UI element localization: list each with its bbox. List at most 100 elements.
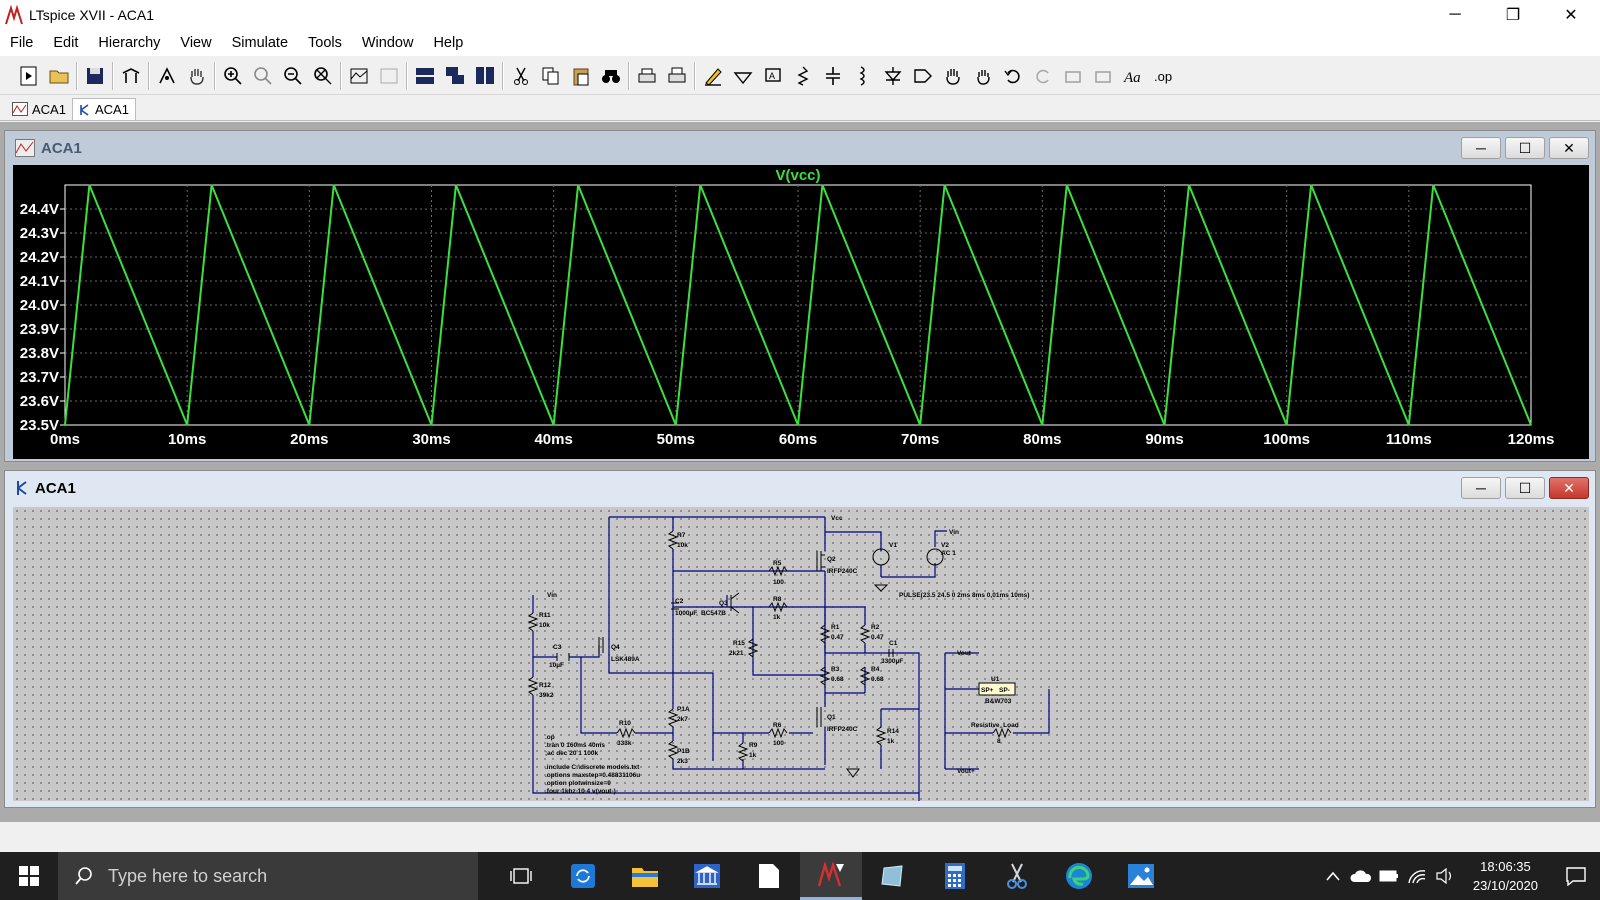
value-v2: AC 1 [941,550,956,557]
capacitor-icon[interactable] [818,61,848,91]
clock-time: 18:06:35 [1480,859,1531,874]
value-r3: 0.68 [831,676,844,683]
onedrive-cloud-icon[interactable] [1347,869,1375,883]
child-maximize-button[interactable]: ☐ [1505,137,1545,159]
trace-label-vvcc: V(vcc) [775,167,820,184]
close-button[interactable]: ✕ [1564,7,1578,24]
drag-hand-icon[interactable] [968,61,998,91]
maximize-button[interactable]: ❐ [1505,7,1521,24]
label-net-icon[interactable]: A [758,61,788,91]
menu-hierarchy[interactable]: Hierarchy [98,35,161,51]
zoom-in-icon[interactable] [218,61,248,91]
taskbar-clock[interactable]: 18:06:35 23/10/2020 [1459,857,1552,895]
menu-simulate[interactable]: Simulate [231,35,289,51]
schematic-canvas[interactable]: Vcc Vin R7 10k R5 100 Q2 IRFP240C V1 V2 … [13,507,1589,803]
netlabel-vin: Vin [949,529,959,536]
control-panel-icon[interactable] [116,61,146,91]
zoom-fit-icon[interactable] [308,61,338,91]
menu-window[interactable]: Window [361,35,414,51]
wifi-icon[interactable] [1403,868,1431,884]
copy-icon[interactable] [536,61,566,91]
save-icon[interactable] [80,61,110,91]
directive-op: .op [545,734,555,741]
x-tick-label: 60ms [779,431,817,448]
value-r2: 0.47 [871,634,884,641]
show-hidden-icons-chevron-up-icon[interactable] [1319,871,1347,881]
tile-horizontal-icon[interactable] [410,61,440,91]
pan-hand-icon[interactable] [182,61,212,91]
resistor-icon[interactable] [788,61,818,91]
open-folder-icon[interactable] [44,61,74,91]
tab-waveform[interactable]: ACA1 [6,98,72,120]
taskbar-app-explorer[interactable] [614,852,676,900]
zoom-out-icon[interactable] [278,61,308,91]
text-icon[interactable]: Aa [1118,61,1148,91]
y-tick-label: 24.3V [20,225,59,242]
y-tick-label: 23.7V [20,369,59,386]
action-center-notification-icon[interactable] [1552,866,1600,886]
taskbar-app-notepad[interactable] [738,852,800,900]
taskbar-app-bank[interactable] [676,852,738,900]
taskbar-app-ltspice[interactable] [800,852,862,900]
directive-four: .four 1khz 10 4 v(vout-) [545,788,616,795]
minimize-button[interactable]: ─ [1449,6,1461,23]
menu-help[interactable]: Help [433,35,464,51]
svg-text:.op: .op [1154,69,1172,84]
document-tab-bar: ACA1 ACA1 [0,97,1600,121]
cut-icon[interactable] [506,61,536,91]
rotate-icon[interactable] [1058,61,1088,91]
waveform-window-header: ACA1 [5,131,1595,165]
diode-icon[interactable] [878,61,908,91]
taskbar-search-box[interactable]: Type here to search [58,852,478,900]
find-binoculars-icon[interactable] [596,61,626,91]
ground-icon[interactable] [728,61,758,91]
component-icon[interactable] [908,61,938,91]
taskbar-app-blueprint[interactable] [862,852,924,900]
tab-schematic[interactable]: ACA1 [71,98,136,120]
start-button[interactable] [0,852,58,900]
taskbar-app-photos[interactable] [1110,852,1172,900]
run-icon[interactable] [152,61,182,91]
mirror-icon[interactable] [1088,61,1118,91]
child-minimize-button[interactable]: ─ [1461,477,1501,499]
tile-vertical-icon[interactable] [470,61,500,91]
spice-directive-icon[interactable]: .op [1148,61,1178,91]
child-close-button[interactable]: ✕ [1549,137,1589,159]
menu-tools[interactable]: Tools [308,35,342,51]
menu-view[interactable]: View [180,35,212,51]
tab-label: ACA1 [94,102,129,117]
print-icon[interactable] [632,61,662,91]
battery-icon[interactable] [1375,870,1403,882]
menu-edit[interactable]: Edit [53,35,79,51]
toolbar-separator [76,61,78,90]
autoscale-icon[interactable] [344,61,374,91]
taskbar: Type here to search 18:06:35 23/10/2020 [0,852,1600,900]
child-close-button[interactable]: ✕ [1549,477,1589,499]
cascade-icon[interactable] [440,61,470,91]
waveform-icon [12,102,28,116]
redo-icon[interactable] [1028,61,1058,91]
move-hand-icon[interactable] [938,61,968,91]
volume-speaker-icon[interactable] [1431,868,1459,884]
print-preview-icon[interactable] [662,61,692,91]
label-r6: R6 [773,722,782,729]
y-tick-label: 24.1V [20,273,59,290]
paste-icon[interactable] [566,61,596,91]
menu-file[interactable]: File [10,35,34,51]
svg-text:Aa: Aa [1123,70,1141,86]
draw-wire-pencil-icon[interactable] [698,61,728,91]
inductor-icon[interactable] [848,61,878,91]
taskbar-app-edge[interactable] [1048,852,1110,900]
new-schematic-icon[interactable] [14,61,44,91]
task-view-button[interactable] [490,852,552,900]
value-r1: 0.47 [831,634,844,641]
undo-icon[interactable] [998,61,1028,91]
taskbar-app-sync[interactable] [552,852,614,900]
waveform-disabled-icon[interactable] [374,61,404,91]
taskbar-app-snipping[interactable] [986,852,1048,900]
child-minimize-button[interactable]: ─ [1461,137,1501,159]
child-maximize-button[interactable]: ☐ [1505,477,1545,499]
taskbar-app-calculator[interactable] [924,852,986,900]
zoom-area-icon[interactable] [248,61,278,91]
